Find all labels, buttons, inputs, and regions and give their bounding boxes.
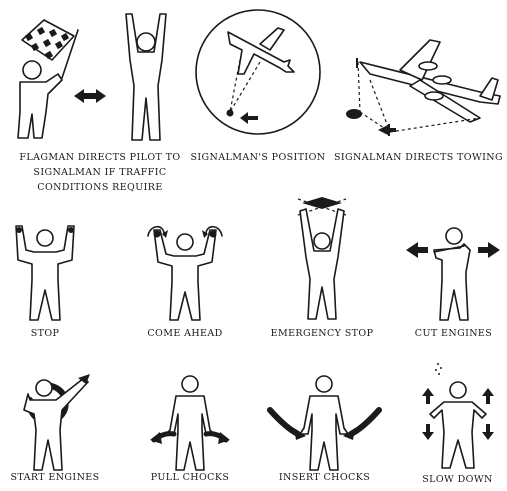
panel-slow-down: SLOW DOWN [408, 360, 507, 491]
panel-stop: STOP [0, 220, 90, 350]
slow-down-figure [422, 363, 494, 469]
panel-pull-chocks: PULL CHOCKS [140, 370, 240, 491]
checkered-flag-icon [21, 19, 79, 79]
curved-arrow-icon [202, 230, 208, 238]
caption-towing: SIGNALMAN DIRECTS TOWING [334, 152, 503, 163]
caption-come-ahead: COME AHEAD [147, 328, 223, 339]
arrow-left-icon [150, 432, 162, 444]
stop-figure [15, 225, 75, 321]
panel-cut-engines: CUT ENGINES [400, 220, 507, 350]
caption-start-engines: START ENGINES [10, 472, 100, 483]
caption-slow-down: SLOW DOWN [422, 474, 493, 485]
panel-towing: SIGNALMAN DIRECTS TOWING [330, 0, 507, 180]
arrow-right-icon [294, 428, 306, 440]
cut-engines-figure [406, 227, 500, 321]
arrow-down-icon [482, 424, 494, 440]
arrow-right-icon [218, 432, 230, 444]
caption-pull-chocks: PULL CHOCKS [150, 472, 230, 483]
arrow-up-icon [482, 388, 494, 404]
flagman-illustration [17, 13, 167, 141]
airplane-icon [227, 27, 295, 75]
panel-insert-chocks: INSERT CHOCKS [262, 370, 387, 491]
emergency-stop-figure [297, 197, 347, 320]
arrow-left-icon [343, 428, 355, 440]
panel-flagman: FLAGMAN DIRECTS PILOT TO SIGNALMAN IF TR… [0, 0, 200, 205]
panel-signalman-position: SIGNALMAN'S POSITION [188, 0, 328, 180]
come-ahead-figure [147, 225, 223, 321]
double-arrow-icon [74, 89, 106, 103]
towing-diagram [346, 39, 501, 136]
panel-come-ahead: COME AHEAD [130, 220, 240, 350]
caption-cut-engines: CUT ENGINES [414, 328, 493, 339]
start-engines-figure [23, 374, 90, 471]
caption-stop: STOP [30, 328, 60, 339]
panel-start-engines: START ENGINES [0, 370, 110, 491]
arrow-icon [378, 125, 396, 135]
tow-vehicle-icon [346, 109, 362, 119]
large-airplane-icon [359, 39, 501, 123]
arrow-right-icon [406, 242, 428, 258]
caption-signalman-position: SIGNALMAN'S POSITION [190, 152, 326, 163]
crossed-arrow-icon [302, 197, 342, 209]
arrow-icon [240, 112, 258, 124]
curved-arrow-icon [162, 230, 168, 238]
arrow-up-icon [422, 388, 434, 404]
arrow-left-icon [478, 242, 500, 258]
pointing-arrow-icon [78, 374, 90, 384]
motion-dots-icon [435, 363, 442, 375]
signalman-position-diagram [195, 9, 321, 135]
insert-chocks-figure [267, 375, 382, 471]
panel-emergency-stop: EMERGENCY STOP [262, 195, 382, 350]
pull-chocks-figure [150, 375, 230, 471]
caption-emergency-stop: EMERGENCY STOP [270, 328, 374, 339]
arrow-down-icon [422, 424, 434, 440]
caption-insert-chocks: INSERT CHOCKS [278, 472, 371, 483]
caption-flagman: FLAGMAN DIRECTS PILOT TO SIGNALMAN IF TR… [19, 152, 181, 193]
